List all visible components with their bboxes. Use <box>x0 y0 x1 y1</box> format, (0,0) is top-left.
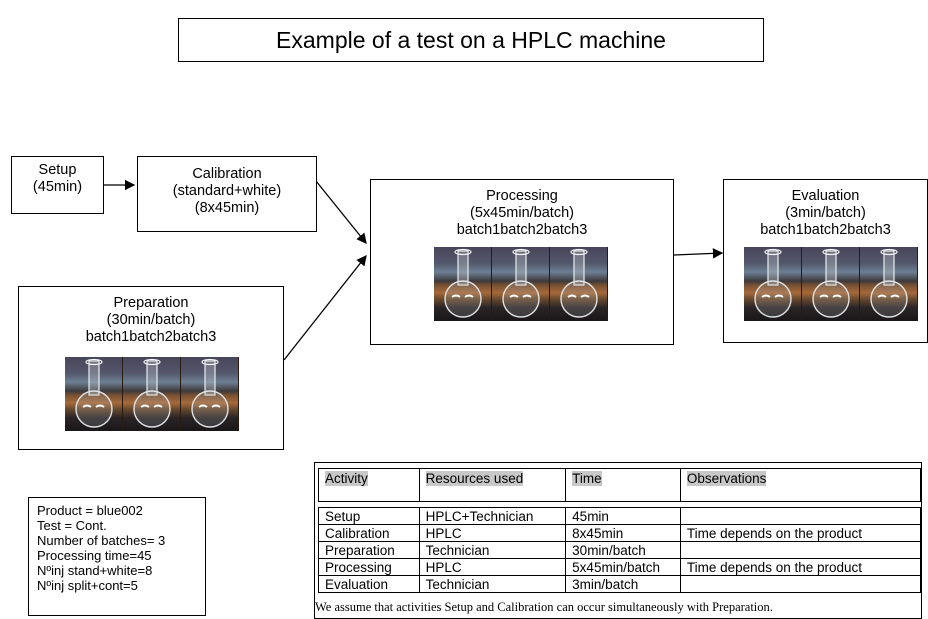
setup-duration: (45min) <box>32 179 83 195</box>
evaluation-duration: (3min/batch) <box>785 205 866 221</box>
processing-label: Processing <box>486 188 558 204</box>
flask-image <box>181 357 239 431</box>
param-test: Test = Cont. <box>37 518 107 533</box>
setup-label: Setup <box>38 162 77 178</box>
calibration-duration: (8x45min) <box>194 200 260 216</box>
test-parameters-box: Product = blue002 Test = Cont. Number of… <box>28 497 206 616</box>
activity-table: Activity Resources used Time Observation… <box>318 468 921 593</box>
evaluation-batches: batch1batch2batch3 <box>760 222 891 238</box>
arrow-calibration-to-processing <box>315 180 367 245</box>
evaluation-node: Evaluation (3min/batch) batch1batch2batc… <box>723 179 928 343</box>
param-batches: Number of batches= 3 <box>37 533 166 548</box>
table-footnote: We assume that activities Setup and Cali… <box>315 600 773 614</box>
param-processing-time: Processing time=45 <box>37 548 152 563</box>
calibration-node: Calibration (standard+white) (8x45min) <box>137 156 317 232</box>
preparation-flask-images <box>65 357 239 431</box>
flask-image <box>744 247 802 321</box>
evaluation-flask-images <box>744 247 918 321</box>
param-product: Product = blue002 <box>37 503 143 518</box>
processing-node: Processing (5x45min/batch) batch1batch2b… <box>370 179 674 345</box>
processing-duration: (5x45min/batch) <box>470 205 574 221</box>
setup-node: Setup (45min) <box>11 156 104 214</box>
processing-flask-images <box>434 247 608 321</box>
arrow-processing-to-evaluation <box>673 248 724 259</box>
flask-image <box>802 247 860 321</box>
evaluation-label: Evaluation <box>791 188 860 204</box>
processing-batches: batch1batch2batch3 <box>456 222 588 238</box>
flask-image <box>492 247 550 321</box>
param-inj-split-cont: Nºinj split+cont=5 <box>37 578 138 593</box>
calibration-detail: (standard+white) <box>172 183 282 199</box>
table-header-row: Activity Resources used Time Observation… <box>318 468 921 502</box>
flask-image <box>65 357 123 431</box>
preparation-label: Preparation <box>113 295 189 311</box>
arrow-preparation-to-processing <box>283 254 367 361</box>
header-activity: Activity <box>318 468 420 502</box>
preparation-node: Preparation (30min/batch) batch1batch2ba… <box>18 286 284 450</box>
preparation-batches: batch1batch2batch3 <box>85 329 217 345</box>
header-observations: Observations <box>679 468 921 502</box>
activity-table-frame: Activity Resources used Time Observation… <box>314 462 922 619</box>
header-time: Time <box>565 468 681 502</box>
flask-image <box>860 247 918 321</box>
flask-image <box>123 357 181 431</box>
flask-image <box>550 247 608 321</box>
flask-image <box>434 247 492 321</box>
diagram-title: Example of a test on a HPLC machine <box>178 18 764 62</box>
preparation-duration: (30min/batch) <box>106 312 196 328</box>
header-resources: Resources used <box>418 468 567 502</box>
calibration-label: Calibration <box>192 166 262 182</box>
param-inj-stand-white: Nºinj stand+white=8 <box>37 563 153 578</box>
